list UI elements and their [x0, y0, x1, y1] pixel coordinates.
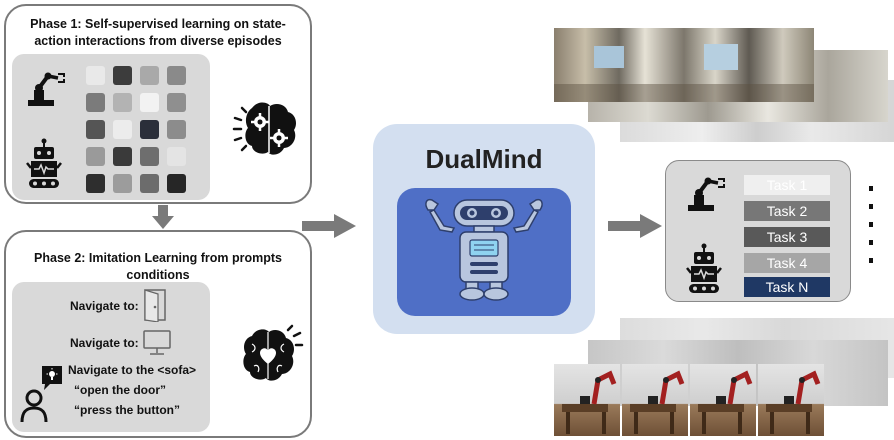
phase1-title: Phase 1: Self-supervised learning on sta…	[30, 17, 286, 48]
state-grid-cell	[140, 147, 159, 166]
phase1-to-phase2-arrow	[152, 205, 174, 229]
phase1-box: Phase 1: Self-supervised learning on sta…	[4, 4, 312, 204]
state-grid-cell	[167, 174, 186, 193]
brain-gears-icon	[232, 102, 296, 155]
state-grid-cell	[140, 120, 159, 139]
input-to-dualmind-arrow	[302, 214, 356, 238]
phase2-inner-panel: Navigate to: Navigate to: Navigate to th…	[12, 282, 210, 432]
nav-door-label: Navigate to:	[70, 299, 139, 313]
state-grid-cell	[86, 66, 105, 85]
phase2-title: Phase 2: Imitation Learning from prompts…	[34, 251, 282, 282]
dualmind-robot-icon	[425, 198, 543, 301]
manipulation-scene-layer-1	[554, 364, 824, 436]
state-grid-cell	[86, 147, 105, 166]
scene-window	[594, 46, 624, 68]
more-tasks-ellipsis	[869, 186, 873, 263]
state-grid-cell	[167, 66, 186, 85]
scene-window	[704, 44, 738, 70]
robot-arm-table-icon	[562, 370, 617, 434]
robot-arm-table-icon	[698, 370, 753, 434]
manipulation-scene-stack	[554, 318, 894, 436]
instruction-open-door: “open the door”	[74, 383, 166, 397]
task-bar-2: Task 2	[744, 201, 830, 221]
navigation-scene-layer-1	[554, 28, 814, 102]
nav-tv-label: Navigate to:	[70, 336, 139, 350]
state-grid-cell	[113, 174, 132, 193]
door-icon	[144, 289, 166, 322]
state-grid-cell	[86, 174, 105, 193]
phase2-box: Phase 2: Imitation Learning from prompts…	[4, 230, 312, 438]
tv-icon	[143, 330, 171, 355]
scene-floor	[554, 84, 814, 102]
state-grid-cell	[140, 66, 159, 85]
instruction-press-button: “press the button”	[74, 403, 181, 417]
manipulation-scene-tile	[758, 364, 824, 436]
state-grid-cell	[140, 93, 159, 112]
dualmind-title: DualMind	[425, 144, 543, 174]
phase1-inner-panel	[12, 54, 210, 200]
task-bar-1: Task 1	[744, 175, 830, 195]
state-grid-cell	[167, 120, 186, 139]
state-grid-cell	[113, 93, 132, 112]
manipulation-scene-tile	[690, 364, 756, 436]
task-bar-4: Task 4	[744, 253, 830, 273]
state-grid-cell	[113, 147, 132, 166]
wheeled-robot-icon	[26, 138, 62, 188]
robot-arm-icon	[688, 177, 725, 211]
nav-sofa-label: Navigate to the <sofa>	[68, 363, 197, 377]
wheeled-robot-icon	[686, 243, 722, 293]
task-bar-n: Task N	[744, 277, 830, 297]
dualmind-to-tasks-arrow	[608, 214, 662, 238]
task-bar-3: Task 3	[744, 227, 830, 247]
state-grid-cell	[167, 147, 186, 166]
state-grid	[86, 66, 186, 196]
person-prompt-icon	[20, 366, 62, 423]
state-grid-cell	[86, 120, 105, 139]
robot-arm-table-icon	[630, 370, 685, 434]
manipulation-scene-tile	[622, 364, 688, 436]
navigation-scene-stack	[554, 28, 894, 146]
manipulation-scene-tile	[554, 364, 620, 436]
dualmind-panel: DualMind	[373, 124, 595, 334]
state-grid-cell	[140, 174, 159, 193]
task-panel: Task 1 Task 2 Task 3 Task 4 Task N	[665, 160, 851, 302]
state-grid-cell	[113, 66, 132, 85]
state-grid-cell	[167, 93, 186, 112]
state-grid-cell	[113, 120, 132, 139]
brain-heart-icon	[243, 324, 304, 381]
robot-arm-table-icon	[766, 370, 821, 434]
dualmind-robot-panel	[397, 188, 571, 316]
state-grid-cell	[86, 93, 105, 112]
robot-arm-icon	[28, 72, 65, 106]
